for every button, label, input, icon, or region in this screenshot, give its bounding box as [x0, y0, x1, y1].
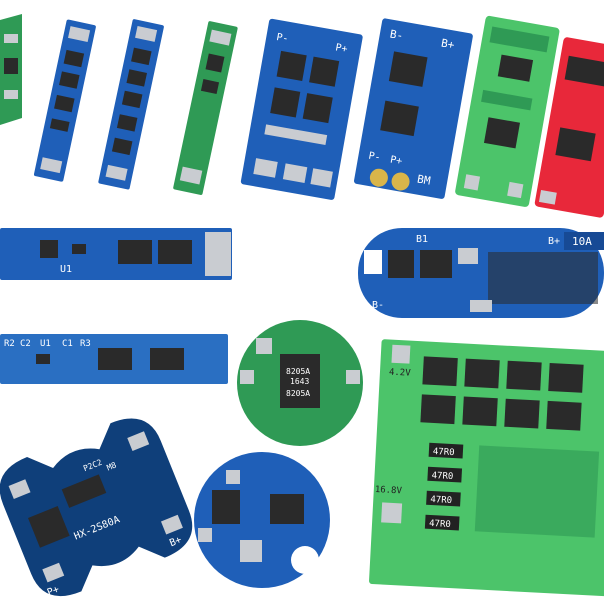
label-p-plus-2: P+	[389, 154, 403, 167]
label-bm: BM	[416, 172, 432, 187]
board-green-right	[455, 15, 560, 207]
label-r2: R2	[4, 339, 15, 349]
board-blue-strip-2	[98, 19, 164, 190]
board-green-strip-left	[0, 14, 22, 125]
board-blue-horizontal-long: U1	[0, 228, 232, 280]
board-red-right	[534, 37, 604, 218]
board-blue-bm: B- B+ P- P+ BM	[354, 18, 473, 199]
label-10a: 10A	[572, 235, 592, 248]
label-c1: C1	[62, 339, 73, 349]
label-u1-2: U1	[40, 339, 51, 349]
label-c2: C2	[20, 339, 31, 349]
label-p-minus: P-	[275, 32, 289, 45]
label-16-8v: 16.8V	[375, 485, 403, 496]
label-p-minus-2: P-	[368, 151, 382, 164]
board-navy-dogbone: HX-2S80A P2C2 M8 P+ B+	[0, 418, 193, 599]
label-b-plus-10a: B+	[548, 236, 560, 247]
label-b1: B1	[416, 234, 428, 245]
label-b-minus: B-	[389, 28, 404, 43]
label-4-2v: 4.2V	[389, 368, 412, 379]
label-b-minus-10a: B-	[372, 300, 384, 311]
label-47r0-4: 47R0	[429, 519, 451, 530]
label-m8: M8	[105, 460, 117, 472]
label-1643: 1643	[290, 377, 309, 386]
board-blue-wide: P- P+	[240, 18, 363, 200]
label-47r0-2: 47R0	[431, 471, 453, 482]
label-p-plus-dogbone: P+	[46, 584, 61, 599]
board-green-4s: 4.2V 16.8V 47R0 47R0 47R0 47R0	[369, 339, 604, 597]
board-green-strip-2	[173, 21, 238, 195]
label-p-plus: P+	[335, 42, 349, 55]
label-8205a: 8205A	[286, 367, 310, 376]
label-u1: U1	[60, 264, 72, 275]
label-47r0-3: 47R0	[430, 495, 452, 506]
label-8205a-2: 8205A	[286, 389, 310, 398]
board-green-round: 8205A 1643 8205A	[237, 320, 363, 446]
board-blue-strip-1	[34, 19, 96, 182]
label-b-plus: B+	[440, 37, 456, 52]
label-b-plus-dogbone: B+	[168, 535, 183, 550]
board-blue-10a: 10A B1 B+ B-	[358, 228, 604, 318]
board-blue-round	[194, 452, 330, 588]
board-blue-horizontal-short: R2 C2 U1 C1 R3	[0, 334, 228, 384]
label-r3: R3	[80, 339, 91, 349]
label-47r0-1: 47R0	[433, 447, 455, 458]
